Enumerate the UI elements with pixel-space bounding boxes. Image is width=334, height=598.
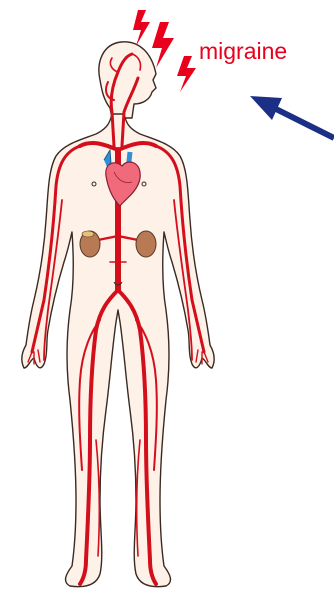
migraine-label: migraine [199,38,287,65]
arrow-icon [250,96,334,138]
body-silhouette [22,42,214,587]
